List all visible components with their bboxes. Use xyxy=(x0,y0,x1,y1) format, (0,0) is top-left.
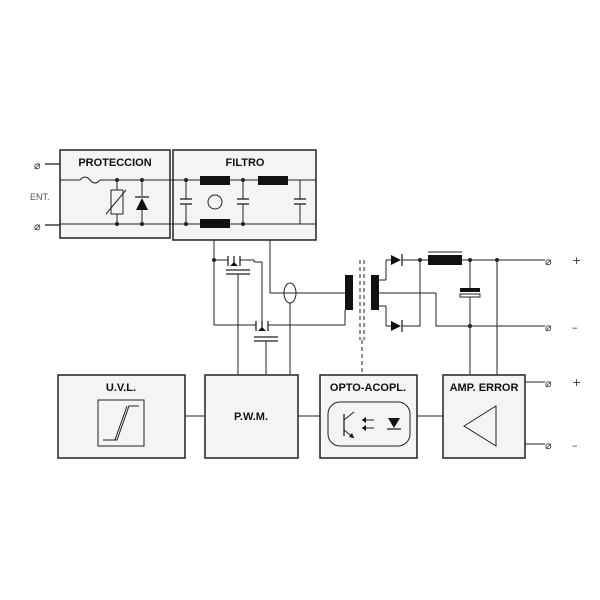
varistor-icon xyxy=(105,180,127,224)
input-terminal-symbol-bottom: ⌀ xyxy=(34,220,41,233)
mosfet-icon xyxy=(214,256,255,300)
rectifier-diode-icon xyxy=(391,254,403,266)
hysteresis-icon xyxy=(97,399,145,447)
sense-terminal-symbol: ⌀ xyxy=(545,377,552,390)
tvs-diode-icon xyxy=(135,180,149,224)
output-stage xyxy=(385,251,545,375)
rectifier-diode-icon xyxy=(391,320,403,332)
output-plus-label: + xyxy=(572,254,581,267)
proteccion-label: PROTECCION xyxy=(78,157,151,169)
output-capacitor-icon xyxy=(459,260,481,326)
sense-plus-label: + xyxy=(572,376,581,389)
transformer-icon xyxy=(344,260,436,340)
capacitor-icon xyxy=(180,180,192,224)
filtro-block: FILTRO xyxy=(170,149,317,241)
input-terminal-symbol-top: ⌀ xyxy=(34,159,41,172)
amp-error-label: AMP. ERROR xyxy=(450,382,519,394)
common-mode-choke-icon xyxy=(200,176,230,228)
output-minus-label: – xyxy=(572,321,578,334)
sense-minus-label: – xyxy=(572,439,578,452)
mosfet-icon xyxy=(254,321,278,375)
uvl-block: U.V.L. xyxy=(57,374,186,459)
pwm-label: P.W.M. xyxy=(234,411,268,423)
proteccion-block: PROTECCION xyxy=(59,149,171,239)
output-terminals: ⌀ + ⌀ – ⌀ + ⌀ – xyxy=(525,254,581,452)
uvl-label: U.V.L. xyxy=(106,382,136,394)
switching-stage xyxy=(212,240,345,375)
fuse-icon xyxy=(79,176,101,184)
capacitor-icon xyxy=(237,180,249,224)
capacitor-icon xyxy=(294,180,306,224)
amplifier-triangle-icon xyxy=(463,405,497,447)
input-label: ENT. xyxy=(30,192,50,202)
opto-label: OPTO-ACOPL. xyxy=(330,382,406,394)
inductor-icon xyxy=(258,176,288,185)
opto-block: OPTO-ACOPL. xyxy=(319,374,418,459)
amp-error-block: AMP. ERROR xyxy=(442,374,526,459)
output-terminal-symbol: ⌀ xyxy=(545,255,552,268)
filtro-label: FILTRO xyxy=(226,157,265,169)
pwm-block: P.W.M. xyxy=(204,374,299,459)
output-terminal-symbol: ⌀ xyxy=(545,321,552,334)
input-terminals: ⌀ ⌀ ENT. xyxy=(30,159,60,233)
sense-terminal-symbol: ⌀ xyxy=(545,439,552,452)
optocoupler-icon xyxy=(327,401,411,447)
output-inductor-icon xyxy=(428,251,462,265)
